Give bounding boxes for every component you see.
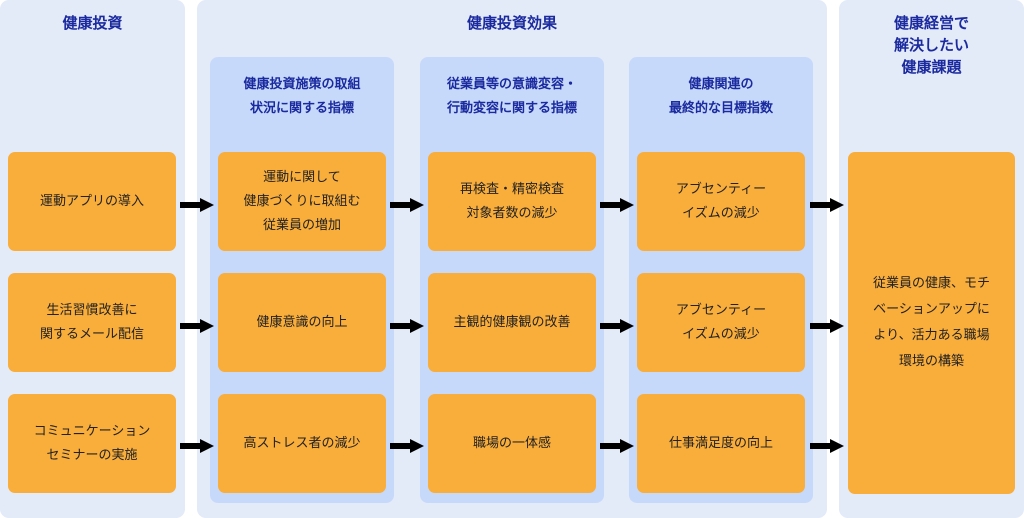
panel-title: 健康投資効果 <box>466 14 557 32</box>
indicator-item: 職場の一体感 <box>428 394 596 493</box>
arrow-right-icon <box>600 438 634 453</box>
arrow-right-icon <box>390 318 424 333</box>
arrow-right-icon <box>390 438 424 453</box>
indicator-item: 高ストレス者の減少 <box>218 394 386 493</box>
subpanel-title: 従業員等の意識変容・ 行動変容に関する指標 <box>446 77 577 116</box>
investment-item: コミュニケーション セミナーの実施 <box>8 394 176 493</box>
arrow-right-icon <box>180 197 214 212</box>
panel-title: 健康経営で 解決したい 健康課題 <box>893 14 969 76</box>
arrow-right-icon <box>810 197 844 212</box>
panel-title: 健康投資 <box>62 14 123 32</box>
subpanel-title: 健康関連の 最終的な目標指数 <box>668 77 773 116</box>
indicator-item: 仕事満足度の向上 <box>637 394 805 493</box>
arrow-right-icon <box>180 438 214 453</box>
indicator-item: 運動に関して 健康づくりに取組む 従業員の増加 <box>218 152 386 251</box>
arrow-right-icon <box>600 197 634 212</box>
arrow-right-icon <box>810 438 844 453</box>
indicator-item: 主観的健康観の改善 <box>428 273 596 372</box>
arrow-right-icon <box>390 197 424 212</box>
indicator-item: 健康意識の向上 <box>218 273 386 372</box>
indicator-item: 再検査・精密検査 対象者数の減少 <box>428 152 596 251</box>
investment-item: 運動アプリの導入 <box>8 152 176 251</box>
arrow-right-icon <box>180 318 214 333</box>
arrow-right-icon <box>810 318 844 333</box>
arrow-right-icon <box>600 318 634 333</box>
investment-item: 生活習慣改善に 関するメール配信 <box>8 273 176 372</box>
subpanel-title: 健康投資施策の取組 状況に関する指標 <box>243 77 361 116</box>
indicator-item: アブセンティー イズムの減少 <box>637 273 805 372</box>
health-issue-item: 従業員の健康、モチ ベーションアップに より、活力ある職場 環境の構築 <box>848 152 1015 494</box>
indicator-item: アブセンティー イズムの減少 <box>637 152 805 251</box>
